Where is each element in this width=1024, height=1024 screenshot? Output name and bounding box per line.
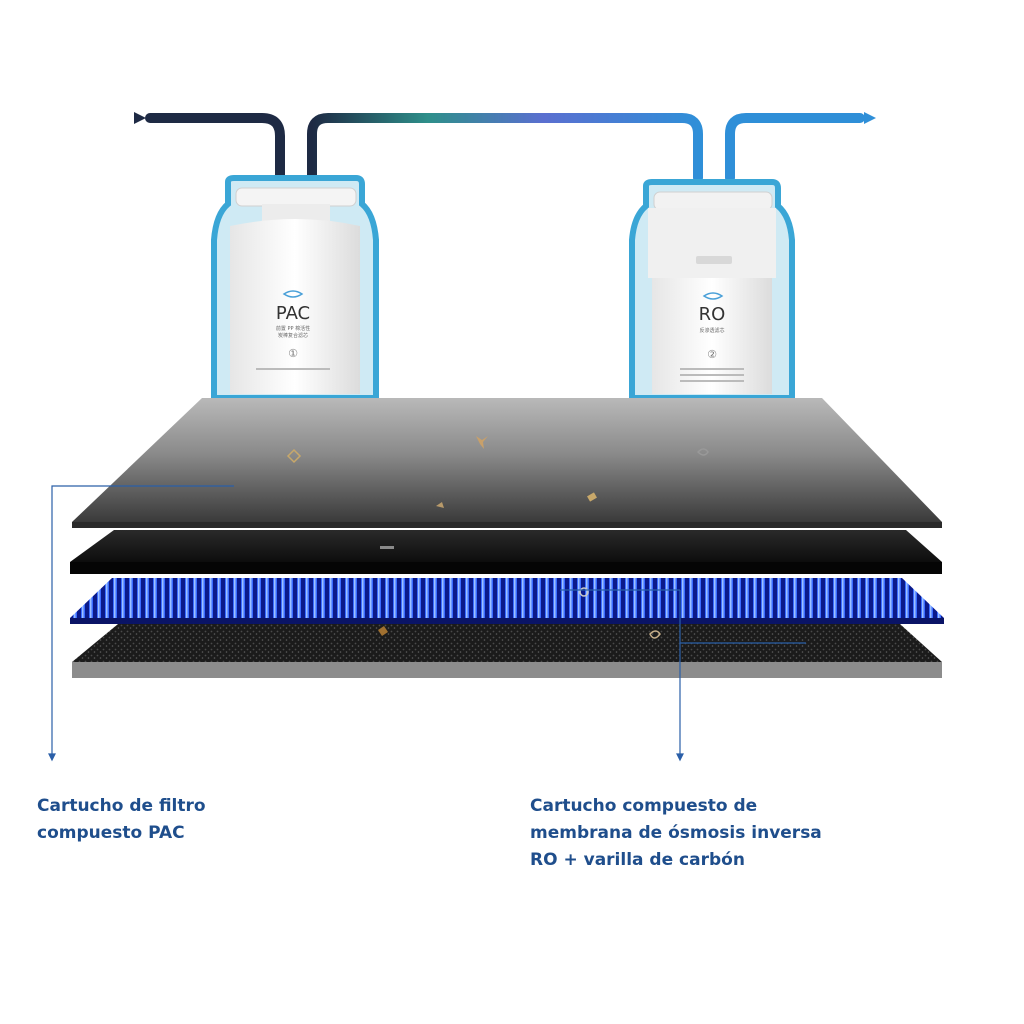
- particle-icon: [587, 492, 597, 502]
- ro-caption-line-3: RO + varilla de carbón: [530, 850, 745, 870]
- pac-caption-line-1: Cartucho de filtro: [37, 796, 206, 816]
- ro-label: RO: [699, 304, 726, 325]
- black-filter-layer: [70, 530, 942, 574]
- outlet-arrow-icon: [864, 112, 876, 124]
- ro-caption-line-2: membrana de ósmosis inversa: [530, 823, 822, 843]
- water-drop-icon: [282, 290, 304, 298]
- particle-icon: [378, 626, 388, 636]
- leader-lines: [48, 485, 806, 762]
- pac-caption: Cartucho de filtro compuesto PAC: [37, 793, 206, 847]
- inlet-pipe: [145, 113, 285, 183]
- pac-caption-line-2: compuesto PAC: [37, 823, 185, 843]
- grey-filter-layer: [72, 398, 942, 528]
- ro-subtitle: 反渗透滤芯: [699, 327, 724, 334]
- ro-caption: Cartucho compuesto de membrana de ósmosi…: [530, 793, 822, 874]
- ro-cartridge: RO 反渗透滤芯 ②: [629, 179, 795, 401]
- ro-number: ②: [707, 348, 717, 361]
- ro-caption-line-1: Cartucho compuesto de: [530, 796, 758, 816]
- pac-subtitle-line-1: 前置 PP 棉活性: [276, 325, 310, 332]
- pac-leader-line: [51, 485, 234, 756]
- particle-icon: [476, 436, 488, 449]
- pac-number: ①: [288, 347, 298, 360]
- particle-icon: [286, 448, 302, 464]
- pac-cartridge: PAC 前置 PP 棉活性 炭棒复合滤芯 ①: [211, 175, 379, 401]
- particle-icon: [579, 587, 589, 597]
- inlet-arrow-icon: [134, 112, 146, 124]
- water-drop-icon: [702, 292, 724, 300]
- ro-leader-arrow-icon: [676, 753, 684, 762]
- outlet-pipe: [725, 113, 865, 183]
- pipes: [134, 112, 876, 183]
- particle-icon: [696, 448, 709, 456]
- particle-icon: [649, 630, 661, 639]
- ro-membrane-layer: [70, 578, 944, 624]
- connecting-pipe: [307, 113, 703, 183]
- particle-icon: [436, 502, 444, 508]
- filter-layers: [70, 398, 944, 678]
- carbon-layer: [72, 624, 942, 678]
- pac-subtitle-line-2: 炭棒复合滤芯: [278, 332, 308, 339]
- pac-label: PAC: [276, 303, 310, 324]
- pac-leader-arrow-icon: [48, 753, 56, 762]
